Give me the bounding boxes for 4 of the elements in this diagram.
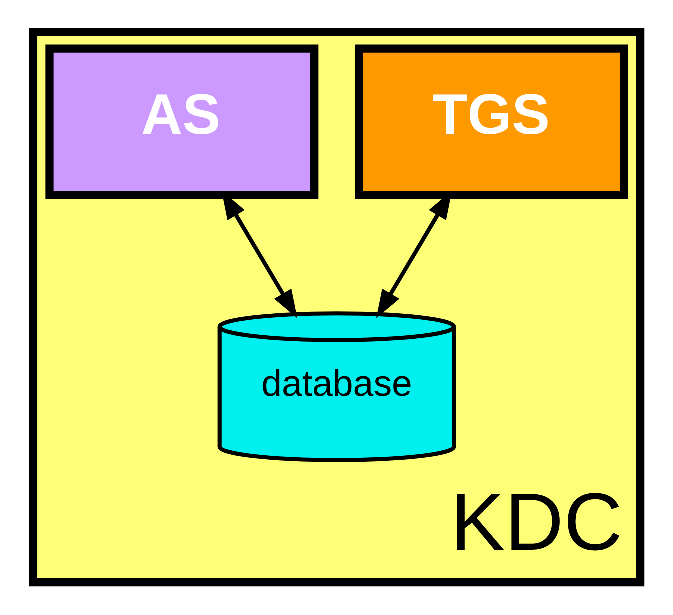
node-box: AS bbox=[45, 44, 318, 200]
arrow bbox=[376, 190, 452, 318]
arrow bbox=[221, 190, 298, 318]
node-box: TGS bbox=[354, 44, 628, 200]
